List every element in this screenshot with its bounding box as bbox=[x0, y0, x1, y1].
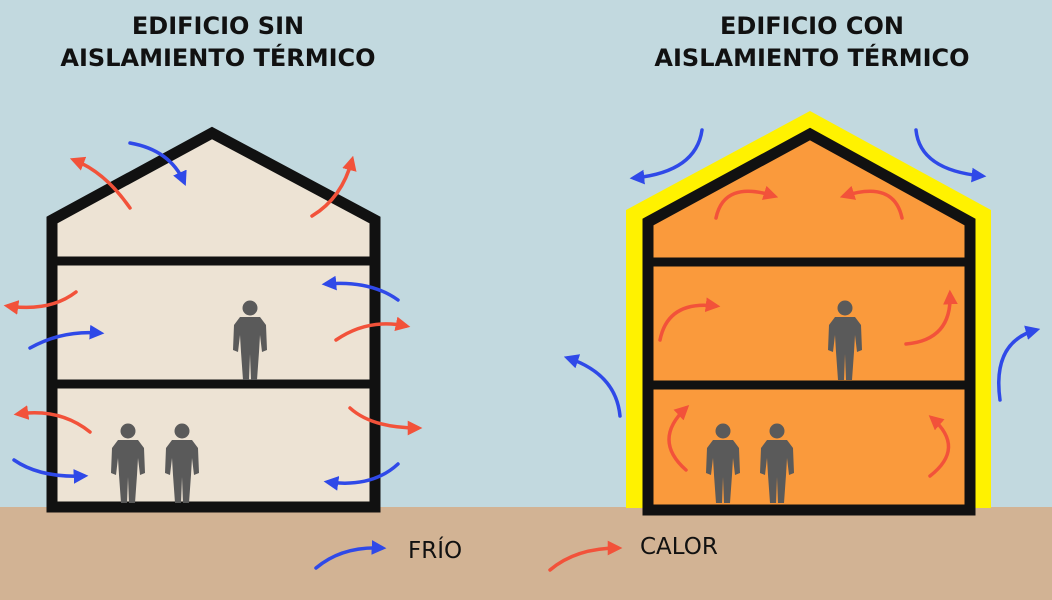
blue-curved-arrow bbox=[28, 324, 105, 350]
red-curved-arrow bbox=[334, 316, 411, 342]
blue-curved-arrow bbox=[629, 128, 704, 185]
legend-cold-label: FRÍO bbox=[408, 538, 463, 564]
title-uninsulated-line1: EDIFICIO SIN bbox=[131, 12, 305, 40]
blue-curved-arrow bbox=[321, 275, 400, 302]
ground bbox=[0, 507, 1052, 600]
red-curved-arrow bbox=[904, 289, 958, 346]
title-uninsulated: EDIFICIO SIN AISLAMIENTO TÉRMICO bbox=[8, 10, 428, 74]
title-insulated-line1: EDIFICIO CON bbox=[720, 12, 904, 40]
blue-curved-arrow bbox=[12, 458, 89, 484]
title-uninsulated-line2: AISLAMIENTO TÉRMICO bbox=[60, 44, 376, 72]
red-curved-arrow bbox=[714, 185, 779, 220]
red-curved-arrow bbox=[3, 290, 78, 315]
legend-heat-icon bbox=[548, 540, 623, 572]
blue-curved-arrow bbox=[563, 354, 622, 418]
blue-curved-arrow bbox=[323, 462, 400, 491]
red-curved-arrow bbox=[839, 185, 904, 220]
red-curved-arrow bbox=[69, 156, 132, 210]
red-curved-arrow bbox=[667, 404, 690, 472]
building-uninsulated bbox=[46, 126, 381, 513]
uninsulated-airflow bbox=[3, 141, 423, 491]
insulated-airflow bbox=[563, 128, 1041, 478]
red-curved-arrow bbox=[13, 405, 92, 434]
blue-curved-arrow bbox=[128, 141, 187, 187]
legend-cold-icon bbox=[314, 540, 387, 570]
title-insulated-line2: AISLAMIENTO TÉRMICO bbox=[654, 44, 970, 72]
building-uninsulated-body bbox=[46, 126, 381, 513]
red-curved-arrow bbox=[928, 415, 951, 478]
legend-heat-label: CALOR bbox=[640, 534, 718, 560]
blue-curved-arrow bbox=[914, 128, 987, 183]
title-insulated: EDIFICIO CON AISLAMIENTO TÉRMICO bbox=[602, 10, 1022, 74]
blue-curved-arrow bbox=[997, 325, 1041, 402]
red-curved-arrow bbox=[658, 297, 721, 342]
red-curved-arrow bbox=[348, 406, 423, 436]
red-curved-arrow bbox=[310, 155, 357, 218]
building-insulated-body bbox=[642, 127, 976, 516]
